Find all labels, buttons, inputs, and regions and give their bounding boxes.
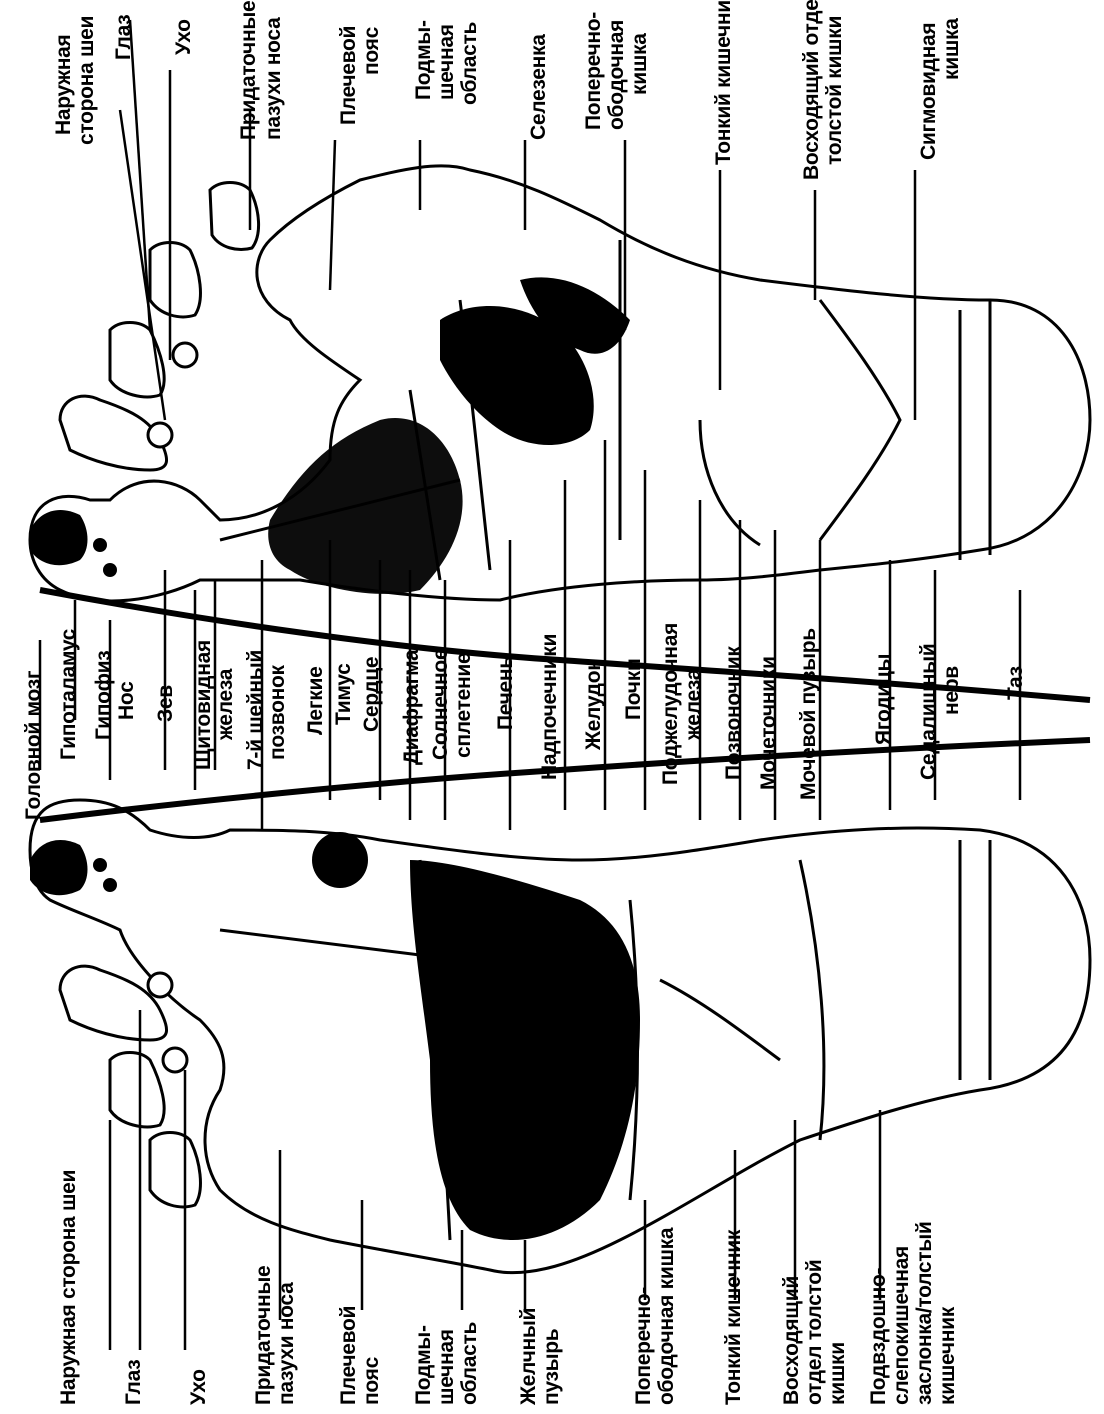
label-c7-2: позвонок bbox=[266, 664, 289, 760]
label-pelvis: Таз bbox=[1004, 666, 1027, 700]
label-l-axilla-1: Подмы- bbox=[412, 1325, 435, 1405]
label-l-transverse-1: Поперечно- bbox=[632, 1287, 655, 1405]
label-l-axilla-2: шечная bbox=[435, 1329, 458, 1405]
label-l-valve-1: Подвздошно- bbox=[867, 1268, 890, 1405]
label-buttocks: Ягодицы bbox=[872, 654, 895, 745]
label-l-shoulder-2: пояс bbox=[360, 1356, 383, 1405]
label-l-sinus-2: пазухи носа bbox=[275, 1282, 298, 1405]
label-c7-1: 7-й шейный bbox=[244, 650, 267, 770]
label-l-valve-4: кишечник bbox=[936, 1306, 959, 1405]
label-solar-1: Солнечное bbox=[429, 649, 452, 760]
label-r-sigmoid-2: кишка bbox=[940, 18, 963, 80]
label-throat: Зев bbox=[154, 685, 177, 722]
label-thyroid-1: Щитовидная bbox=[192, 640, 215, 770]
label-r-neck-1: Наружная bbox=[52, 35, 75, 135]
label-l-transverse-2: ободочная кишка bbox=[655, 1227, 678, 1405]
label-l-axilla-3: область bbox=[458, 1322, 481, 1405]
label-l-gall-2: пузырь bbox=[540, 1328, 563, 1405]
label-l-valve-2: слепокишечная bbox=[890, 1246, 913, 1405]
label-bladder: Мочевой пузырь bbox=[797, 628, 820, 800]
label-pancreas-2: железа bbox=[682, 668, 705, 741]
label-diaphragm: Диафрагма bbox=[400, 649, 423, 765]
label-r-sinus-1: Придаточные bbox=[237, 1, 260, 140]
label-adrenals: Надпочечники bbox=[538, 634, 561, 780]
label-spine: Позвоночник bbox=[722, 646, 745, 780]
label-l-gall-1: Желчный bbox=[517, 1308, 540, 1406]
label-l-asc-1: Восходящий bbox=[780, 1276, 803, 1405]
label-sciatic-2: нерв bbox=[940, 666, 963, 715]
label-l-neck: Наружная сторона шеи bbox=[57, 1170, 80, 1405]
liver-region-lower bbox=[410, 860, 640, 1240]
label-r-shoulder-2: пояс bbox=[360, 26, 383, 75]
label-l-ear: Ухо bbox=[187, 1369, 210, 1405]
label-l-asc-3: кишки bbox=[826, 1342, 849, 1405]
label-l-shoulder-1: Плечевой bbox=[337, 1306, 360, 1405]
label-r-axilla-1: Подмы- bbox=[412, 20, 435, 100]
label-l-eye: Глаз bbox=[122, 1360, 145, 1405]
label-head-brain: Головной мозг bbox=[22, 670, 45, 820]
label-r-small-int: Тонкий кишечник bbox=[712, 0, 735, 165]
label-pituitary: Гипофиз bbox=[92, 651, 115, 740]
label-sciatic-1: Седалищный bbox=[917, 644, 940, 780]
label-r-sinus-2: пазухи носа bbox=[262, 17, 285, 140]
label-thymus: Тимус bbox=[332, 663, 355, 725]
label-r-ear: Ухо bbox=[172, 19, 195, 55]
label-r-transverse-3: кишка bbox=[628, 33, 651, 95]
label-l-valve-3: заслонка/толстый bbox=[913, 1221, 936, 1405]
label-pancreas-1: Поджелудочная bbox=[659, 623, 682, 785]
label-l-sinus-1: Придаточные bbox=[252, 1266, 275, 1405]
label-r-desc-2: толстой кишки bbox=[823, 16, 846, 165]
heart-region-upper bbox=[268, 418, 462, 594]
label-r-axilla-3: область bbox=[458, 22, 481, 105]
label-thyroid-2: железа bbox=[214, 668, 237, 741]
label-r-neck-2: сторона шеи bbox=[75, 16, 98, 145]
label-stomach: Желудок bbox=[582, 660, 605, 751]
label-nose: Нос bbox=[115, 681, 138, 720]
label-r-transverse-1: Поперечно- bbox=[582, 12, 605, 130]
label-lungs: Легкие bbox=[304, 667, 327, 735]
label-r-axilla-2: шечная bbox=[435, 24, 458, 100]
label-r-shoulder-1: Плечевой bbox=[337, 26, 360, 125]
label-r-desc-1: Восходящий отдел bbox=[800, 0, 823, 180]
label-r-spleen: Селезенка bbox=[527, 34, 550, 140]
label-kidneys: Почки bbox=[622, 658, 645, 720]
label-hypothalamus: Гипоталамус bbox=[57, 628, 80, 760]
label-r-eye: Глаз bbox=[112, 15, 135, 60]
label-r-transverse-2: ободочная bbox=[605, 20, 628, 130]
label-l-small-int: Тонкий кишечник bbox=[722, 1229, 745, 1405]
label-l-asc-2: отдел толстой bbox=[803, 1260, 826, 1405]
label-liver: Печень bbox=[494, 656, 517, 730]
label-ureters: Мочеточники bbox=[757, 656, 780, 790]
label-r-sigmoid-1: Сигмовидная bbox=[917, 23, 940, 160]
label-solar-2: сплетение bbox=[452, 653, 475, 758]
label-heart: Сердце bbox=[360, 657, 383, 732]
